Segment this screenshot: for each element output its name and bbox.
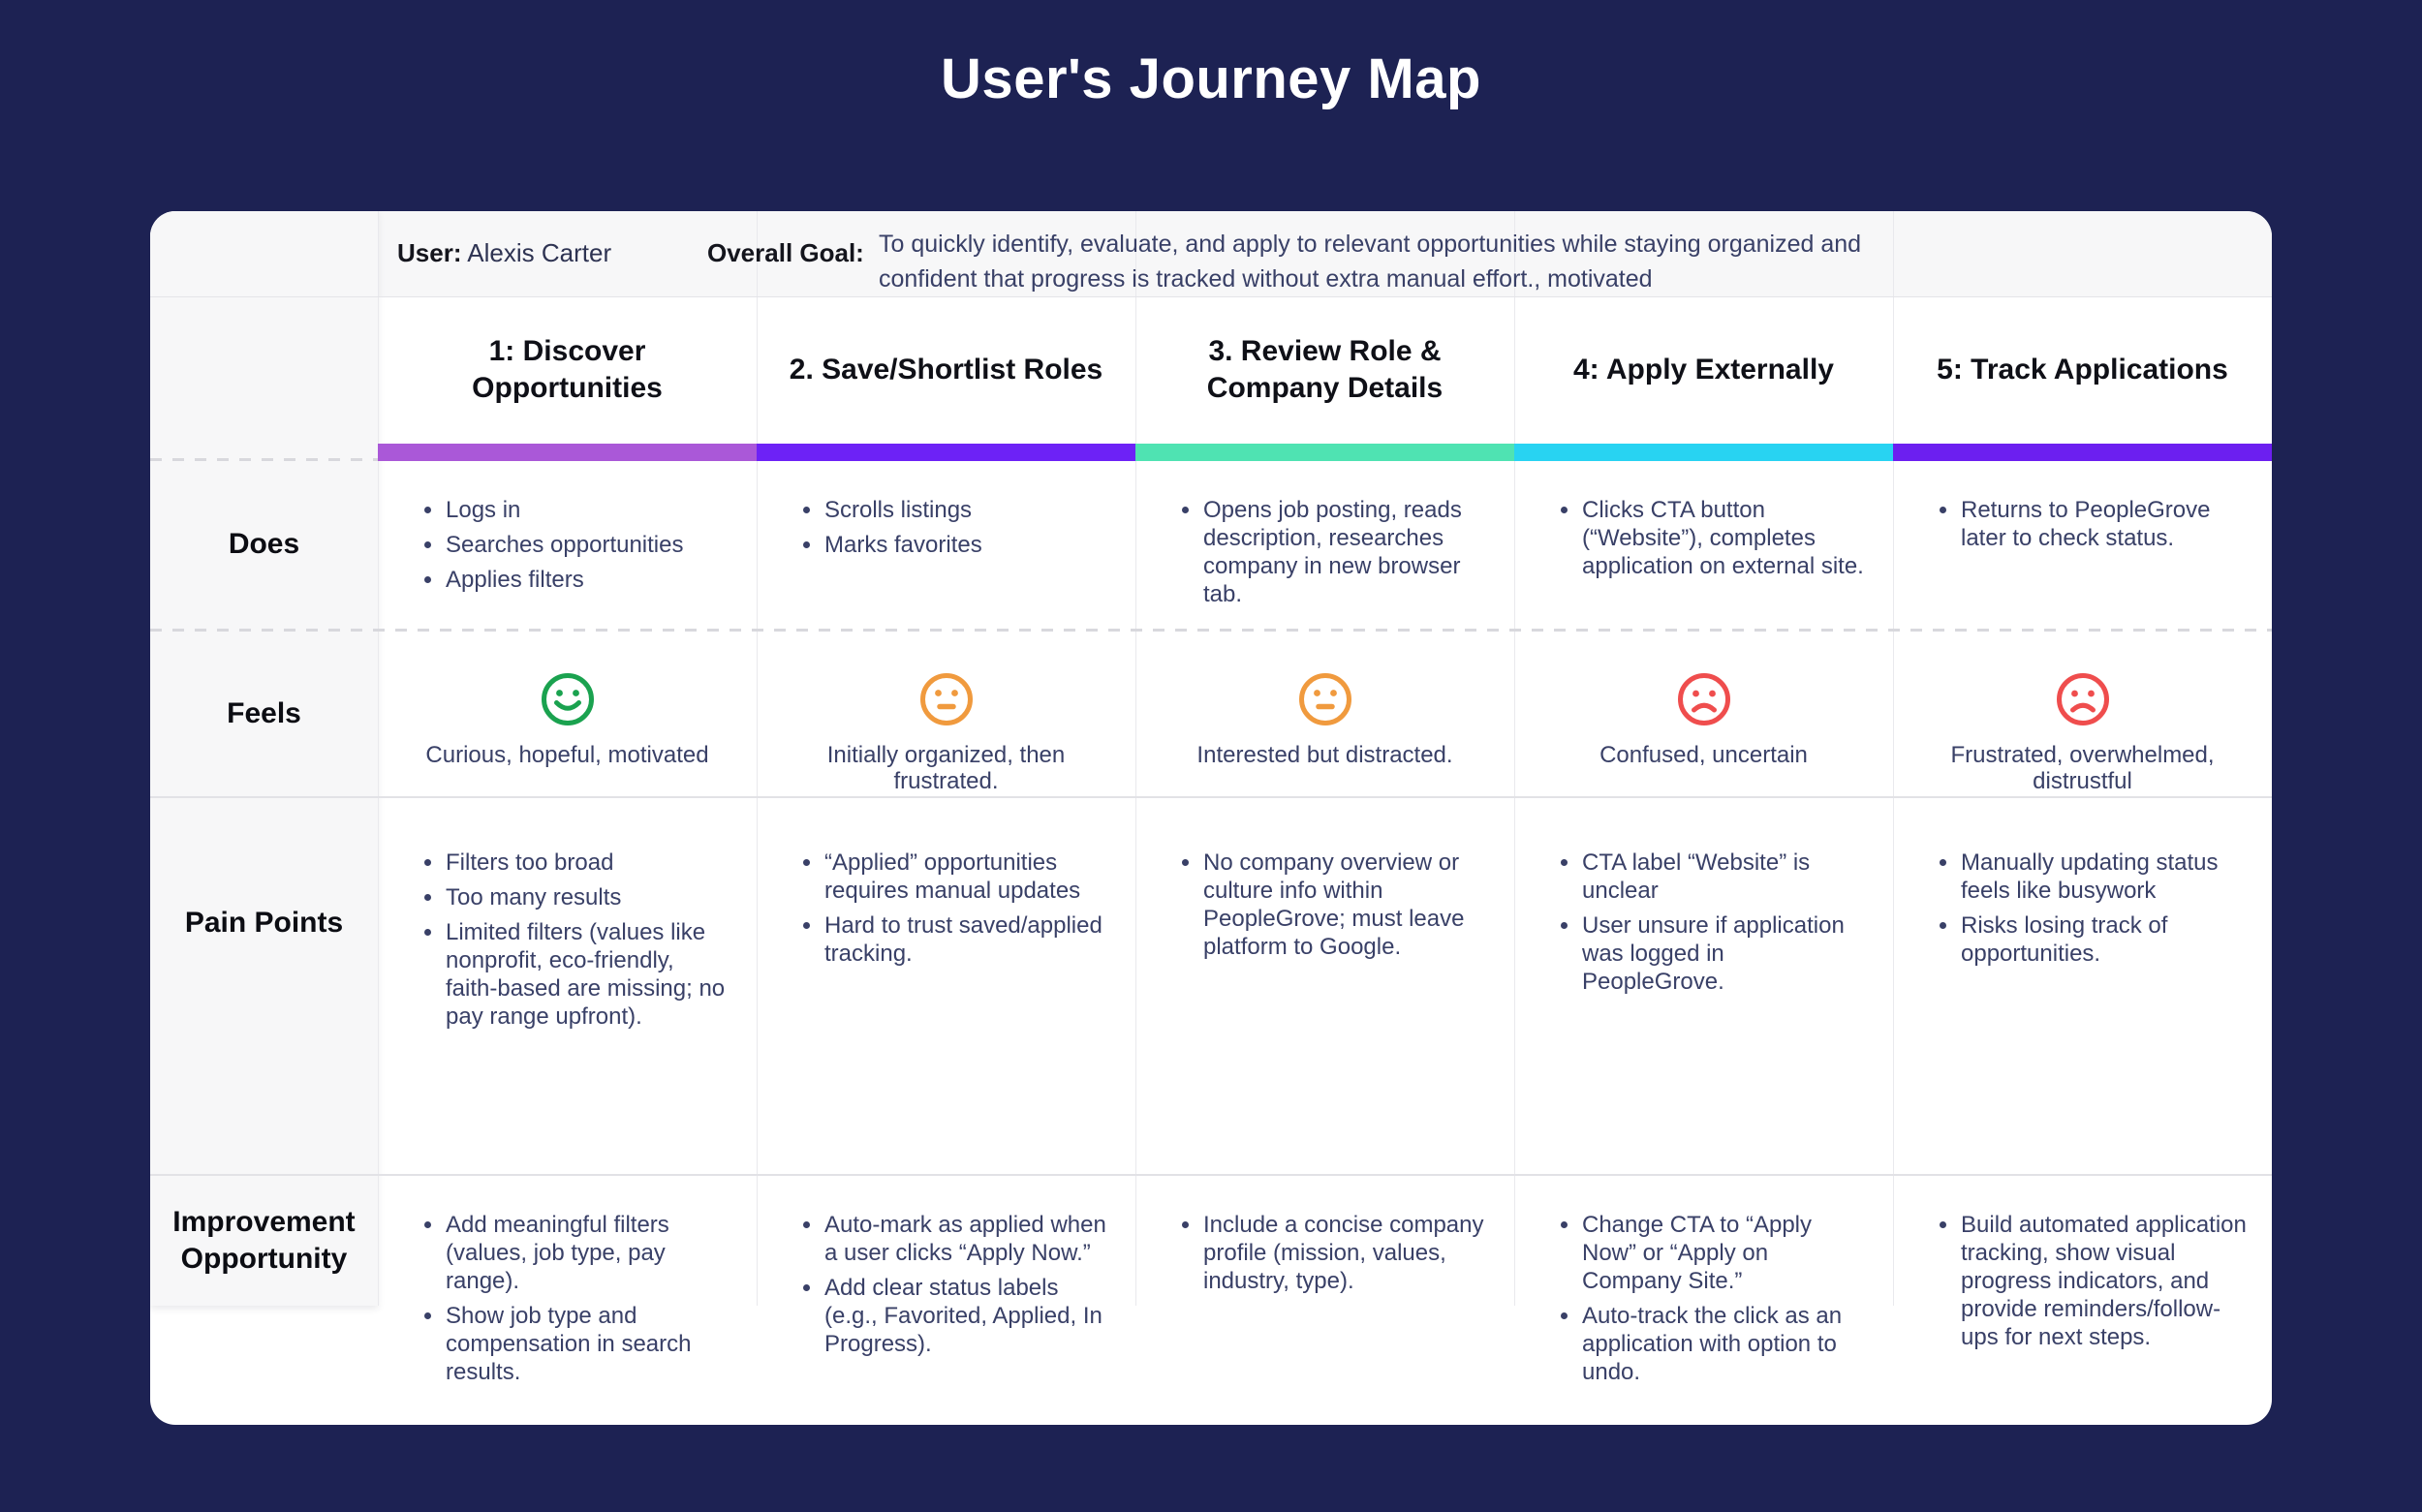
dashed-row-divider xyxy=(150,629,2272,632)
bullet-item: Too many results xyxy=(422,883,731,911)
bullet-item: No company overview or culture info with… xyxy=(1180,849,1489,961)
pain-cell-5: Manually updating status feels like busy… xyxy=(1893,849,2272,974)
pain-cell-2: “Applied” opportunities requires manual … xyxy=(757,849,1135,974)
neutral-face-icon xyxy=(1298,672,1352,726)
bullet-item: Change CTA to “Apply Now” or “Apply on C… xyxy=(1559,1211,1868,1295)
bullet-item: Include a concise company profile (missi… xyxy=(1180,1211,1489,1295)
neutral-face-icon xyxy=(919,672,974,726)
improvement-cell-5: Build automated application tracking, sh… xyxy=(1893,1211,2272,1358)
stage-header-3: 3. Review Role & Company Details xyxy=(1135,296,1514,444)
row-divider xyxy=(150,796,2272,798)
bullet-item: “Applied” opportunities requires manual … xyxy=(801,849,1110,905)
does-cell-5: Returns to PeopleGrove later to check st… xyxy=(1893,496,2272,559)
stage-header-2: 2. Save/Shortlist Roles xyxy=(757,296,1135,444)
meta-row-background xyxy=(150,211,2272,296)
bullet-item: CTA label “Website” is unclear xyxy=(1559,849,1868,905)
happy-face-icon xyxy=(541,672,595,726)
column-divider xyxy=(757,211,758,1306)
row-label-pain-points: Pain Points xyxy=(184,907,344,939)
user-field: User: Alexis Carter xyxy=(397,236,611,269)
row-label-feels: Feels xyxy=(227,697,301,729)
does-cell-1: Logs in Searches opportunities Applies f… xyxy=(378,496,757,601)
feels-cell-1: Curious, hopeful, motivated xyxy=(378,632,757,796)
column-divider xyxy=(1135,211,1136,1306)
user-name: Alexis Carter xyxy=(467,238,612,267)
column-divider xyxy=(1893,211,1894,1306)
stage-header-label: 1: Discover Opportunities xyxy=(472,335,663,404)
bullet-item: Hard to trust saved/applied tracking. xyxy=(801,911,1110,968)
journey-map-card: User: Alexis Carter Overall Goal: To qui… xyxy=(150,211,2272,1425)
bullet-item: User unsure if application was logged in… xyxy=(1559,911,1868,996)
pain-cell-1: Filters too broad Too many results Limit… xyxy=(378,849,757,1037)
does-cell-2: Scrolls listings Marks favorites xyxy=(757,496,1135,566)
page-title: User's Journey Map xyxy=(941,47,1481,110)
bullet-item: Limited filters (values like nonprofit, … xyxy=(422,918,731,1031)
stage-color-bar xyxy=(378,444,757,461)
row-label-does: Does xyxy=(228,527,300,560)
stage-header-label: 3. Review Role & Company Details xyxy=(1206,335,1444,404)
feels-caption: Confused, uncertain xyxy=(1599,742,1808,768)
bullet-item: Returns to PeopleGrove later to check st… xyxy=(1938,496,2247,552)
bullet-item: Scrolls listings xyxy=(801,496,1110,524)
bullet-item: Applies filters xyxy=(422,566,731,594)
improvement-cell-4: Change CTA to “Apply Now” or “Apply on C… xyxy=(1514,1211,1893,1393)
label-column-background xyxy=(150,211,378,1306)
bullet-item: Auto-mark as applied when a user clicks … xyxy=(801,1211,1110,1267)
feels-cell-3: Interested but distracted. xyxy=(1135,632,1514,796)
feels-caption: Curious, hopeful, motivated xyxy=(425,742,709,768)
stage-color-bar xyxy=(1893,444,2272,461)
improvement-cell-1: Add meaningful filters (values, job type… xyxy=(378,1211,757,1393)
does-cell-3: Opens job posting, reads description, re… xyxy=(1135,496,1514,615)
bullet-item: Clicks CTA button (“Website”), completes… xyxy=(1559,496,1868,580)
pain-cell-3: No company overview or culture info with… xyxy=(1135,849,1514,968)
feels-caption: Interested but distracted. xyxy=(1196,742,1453,768)
improvement-cell-3: Include a concise company profile (missi… xyxy=(1135,1211,1514,1302)
bullet-item: Show job type and compensation in search… xyxy=(422,1302,731,1386)
user-label: User: xyxy=(397,238,462,267)
sad-face-icon xyxy=(2056,672,2110,726)
column-divider xyxy=(378,211,379,1306)
column-divider xyxy=(1514,211,1515,1306)
overall-goal-label: Overall Goal: xyxy=(707,238,864,267)
bullet-item: Risks losing track of opportunities. xyxy=(1938,911,2247,968)
stage-header-label: 5: Track Applications xyxy=(1937,354,2228,386)
bullet-item: Manually updating status feels like busy… xyxy=(1938,849,2247,905)
stage-header-label: 2. Save/Shortlist Roles xyxy=(789,354,1103,386)
stage-header-1: 1: Discover Opportunities xyxy=(378,296,757,444)
row-divider xyxy=(150,296,2272,297)
feels-cell-5: Frustrated, overwhelmed, distrustful xyxy=(1893,632,2272,796)
overall-goal-text: To quickly identify, evaluate, and apply… xyxy=(879,231,1862,293)
stage-header-label: 4: Apply Externally xyxy=(1573,354,1834,386)
row-label-improvement-opportunity: Improvement Opportunity xyxy=(172,1206,356,1275)
sad-face-icon xyxy=(1677,672,1731,726)
row-divider xyxy=(150,1174,2272,1176)
bullet-item: Marks favorites xyxy=(801,531,1110,559)
pain-cell-4: CTA label “Website” is unclear User unsu… xyxy=(1514,849,1893,1003)
stage-header-4: 4: Apply Externally xyxy=(1514,296,1893,444)
bullet-item: Logs in xyxy=(422,496,731,524)
bullet-item: Add meaningful filters (values, job type… xyxy=(422,1211,731,1295)
bullet-item: Filters too broad xyxy=(422,849,731,877)
feels-cell-4: Confused, uncertain xyxy=(1514,632,1893,796)
bullet-item: Auto-track the click as an application w… xyxy=(1559,1302,1868,1386)
bullet-item: Opens job posting, reads description, re… xyxy=(1180,496,1489,608)
feels-caption: Frustrated, overwhelmed, distrustful xyxy=(1950,742,2215,794)
bullet-item: Searches opportunities xyxy=(422,531,731,559)
stage-color-bar xyxy=(1135,444,1514,461)
stage-header-5: 5: Track Applications xyxy=(1893,296,2272,444)
does-cell-4: Clicks CTA button (“Website”), completes… xyxy=(1514,496,1893,587)
stage-color-bar xyxy=(1514,444,1893,461)
improvement-cell-2: Auto-mark as applied when a user clicks … xyxy=(757,1211,1135,1365)
bullet-item: Add clear status labels (e.g., Favorited… xyxy=(801,1274,1110,1358)
bullet-item: Build automated application tracking, sh… xyxy=(1938,1211,2247,1351)
feels-cell-2: Initially organized, then frustrated. xyxy=(757,632,1135,796)
feels-caption: Initially organized, then frustrated. xyxy=(826,742,1066,794)
stage-color-bar xyxy=(757,444,1135,461)
